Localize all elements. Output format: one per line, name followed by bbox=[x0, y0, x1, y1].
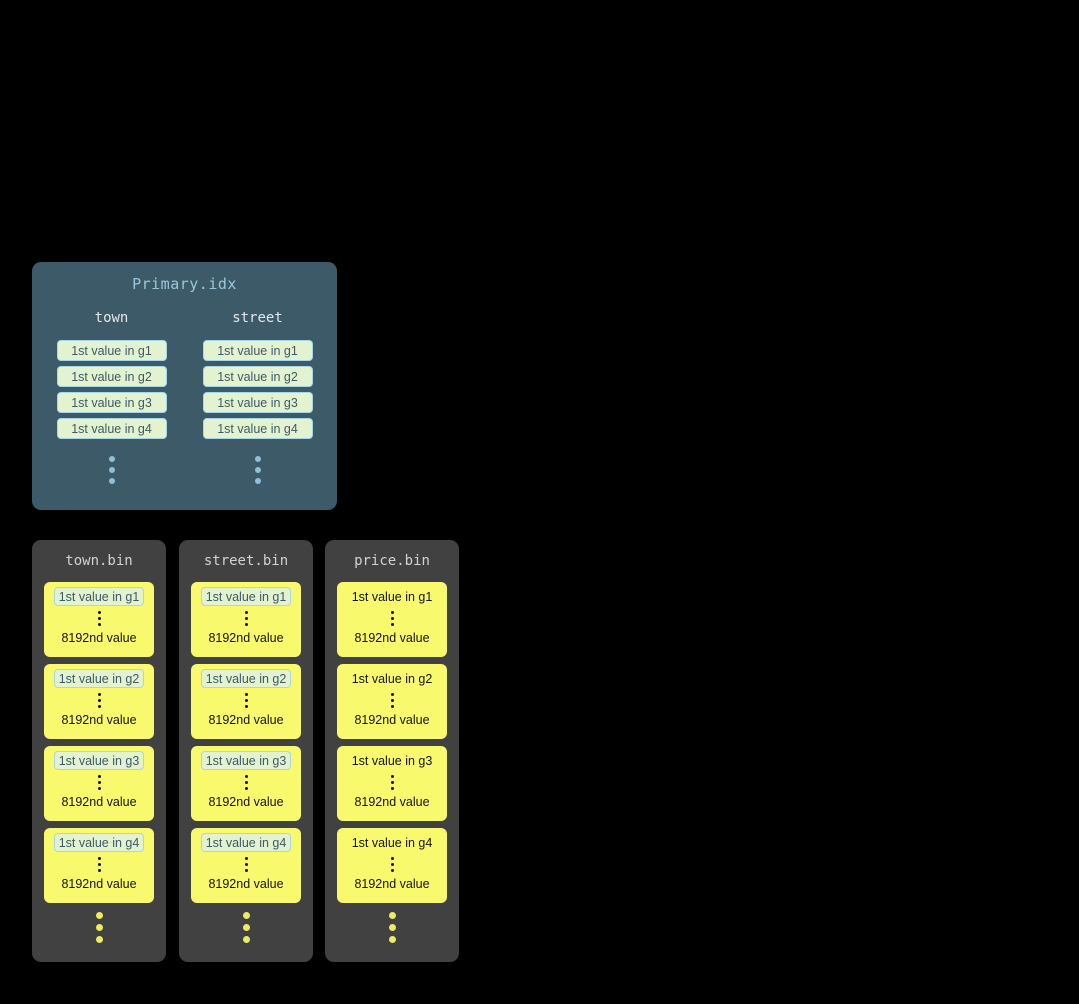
primary-column-street: street 1st value in g1 1st value in g2 1… bbox=[202, 310, 313, 462]
primary-index-box: Primary.idx town 1st value in g1 1st val… bbox=[32, 262, 337, 510]
index-entry: 1st value in g2 bbox=[202, 366, 313, 387]
vertical-ellipsis-icon bbox=[244, 857, 248, 860]
granule: 1st value in g1 8192nd value bbox=[44, 582, 154, 657]
primary-index-title: Primary.idx bbox=[132, 275, 237, 293]
vertical-ellipsis-icon bbox=[97, 611, 101, 614]
granule-first-value: 1st value in g3 bbox=[351, 753, 433, 768]
granule-last-value: 8192nd value bbox=[61, 877, 137, 891]
index-entry: 1st value in g4 bbox=[56, 418, 167, 439]
granule-first-value: 1st value in g3 bbox=[200, 751, 292, 770]
granule: 1st value in g3 8192nd value bbox=[191, 746, 301, 821]
granule-last-value: 8192nd value bbox=[354, 713, 430, 727]
index-entry: 1st value in g4 bbox=[202, 418, 313, 439]
granule-last-value: 8192nd value bbox=[208, 795, 284, 809]
vertical-ellipsis-icon bbox=[244, 611, 248, 614]
granule-last-value: 8192nd value bbox=[354, 877, 430, 891]
bin-file-town-title: town.bin bbox=[65, 553, 133, 569]
granule: 1st value in g3 8192nd value bbox=[337, 746, 447, 821]
bin-file-price-title: price.bin bbox=[354, 553, 430, 569]
granule: 1st value in g3 8192nd value bbox=[44, 746, 154, 821]
granule-first-value: 1st value in g2 bbox=[351, 671, 433, 686]
granule-first-value: 1st value in g1 bbox=[53, 587, 145, 606]
index-entry: 1st value in g3 bbox=[56, 392, 167, 413]
granule-first-value: 1st value in g1 bbox=[351, 589, 433, 604]
granule-last-value: 8192nd value bbox=[208, 877, 284, 891]
primary-column-town-header: town bbox=[94, 310, 129, 326]
granule-last-value: 8192nd value bbox=[61, 713, 137, 727]
vertical-ellipsis-icon bbox=[390, 611, 394, 614]
vertical-ellipsis-icon bbox=[390, 775, 394, 778]
primary-column-town: town 1st value in g1 1st value in g2 1st… bbox=[56, 310, 167, 462]
bin-file-town: town.bin 1st value in g1 8192nd value 1s… bbox=[32, 540, 166, 962]
granule: 1st value in g2 8192nd value bbox=[44, 664, 154, 739]
granule: 1st value in g1 8192nd value bbox=[191, 582, 301, 657]
index-entry: 1st value in g1 bbox=[56, 340, 167, 361]
granule-first-value: 1st value in g3 bbox=[53, 751, 145, 770]
vertical-ellipsis-icon bbox=[390, 857, 394, 860]
vertical-ellipsis-icon bbox=[108, 456, 115, 462]
bin-file-street: street.bin 1st value in g1 8192nd value … bbox=[179, 540, 313, 962]
vertical-ellipsis-icon bbox=[95, 912, 103, 919]
granule-first-value: 1st value in g2 bbox=[200, 669, 292, 688]
granule-last-value: 8192nd value bbox=[354, 795, 430, 809]
vertical-ellipsis-icon bbox=[97, 693, 101, 696]
vertical-ellipsis-icon bbox=[97, 857, 101, 860]
granule: 1st value in g4 8192nd value bbox=[191, 828, 301, 903]
index-entry: 1st value in g1 bbox=[202, 340, 313, 361]
granule-first-value: 1st value in g4 bbox=[53, 833, 145, 852]
granule-first-value: 1st value in g2 bbox=[53, 669, 145, 688]
granule: 1st value in g2 8192nd value bbox=[191, 664, 301, 739]
granule-last-value: 8192nd value bbox=[61, 631, 137, 645]
granule-first-value: 1st value in g4 bbox=[351, 835, 433, 850]
vertical-ellipsis-icon bbox=[390, 693, 394, 696]
index-entry: 1st value in g3 bbox=[202, 392, 313, 413]
granule-last-value: 8192nd value bbox=[61, 795, 137, 809]
granule: 1st value in g2 8192nd value bbox=[337, 664, 447, 739]
index-entry: 1st value in g2 bbox=[56, 366, 167, 387]
vertical-ellipsis-icon bbox=[97, 775, 101, 778]
granule: 1st value in g4 8192nd value bbox=[44, 828, 154, 903]
granule-last-value: 8192nd value bbox=[354, 631, 430, 645]
granule: 1st value in g4 8192nd value bbox=[337, 828, 447, 903]
vertical-ellipsis-icon bbox=[242, 912, 250, 919]
primary-index-columns: town 1st value in g1 1st value in g2 1st… bbox=[32, 310, 337, 462]
granule-last-value: 8192nd value bbox=[208, 713, 284, 727]
vertical-ellipsis-icon bbox=[244, 693, 248, 696]
primary-column-street-header: street bbox=[232, 310, 283, 326]
bin-file-price: price.bin 1st value in g1 8192nd value 1… bbox=[325, 540, 459, 962]
granule-first-value: 1st value in g4 bbox=[200, 833, 292, 852]
bin-file-street-title: street.bin bbox=[203, 553, 289, 569]
vertical-ellipsis-icon bbox=[254, 456, 261, 462]
vertical-ellipsis-icon bbox=[244, 775, 248, 778]
granule: 1st value in g1 8192nd value bbox=[337, 582, 447, 657]
granule-first-value: 1st value in g1 bbox=[200, 587, 292, 606]
vertical-ellipsis-icon bbox=[388, 912, 396, 919]
granule-last-value: 8192nd value bbox=[208, 631, 284, 645]
